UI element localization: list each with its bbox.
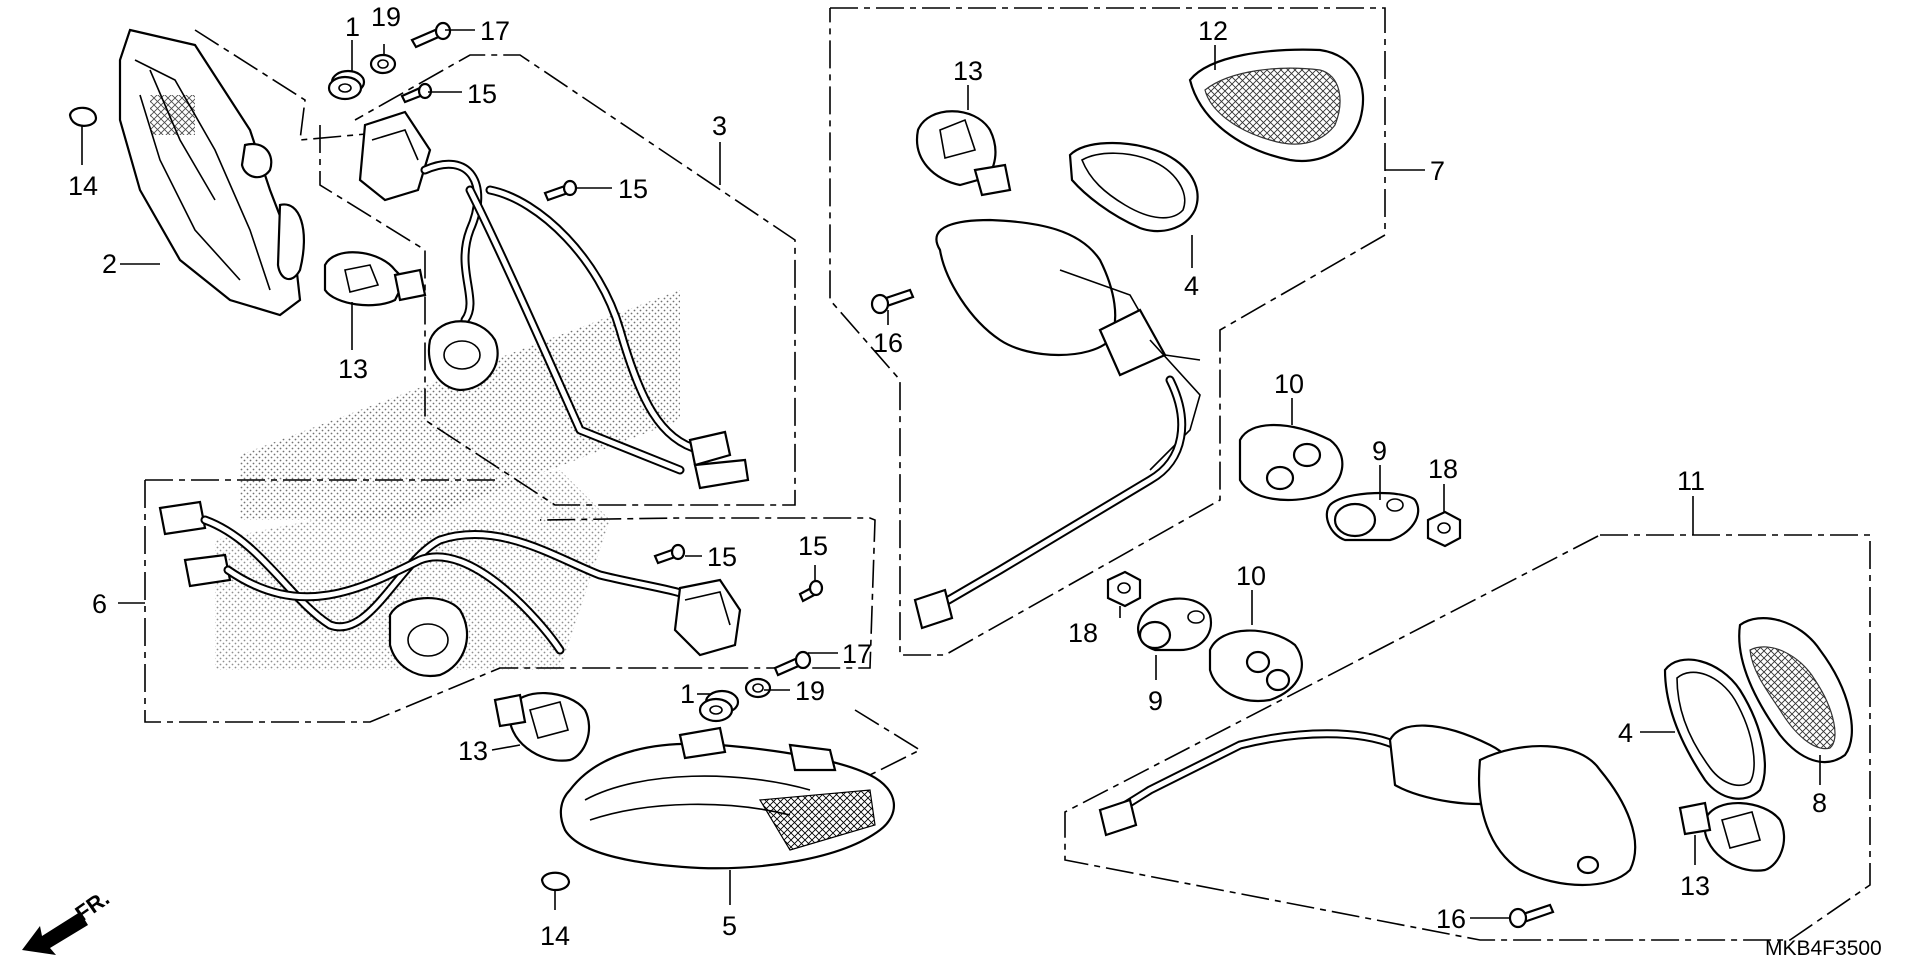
callout-8: 8 (1812, 788, 1827, 818)
nut-18-lower (1106, 570, 1142, 608)
callout-7: 7 (1430, 156, 1445, 186)
callout-14: 14 (68, 171, 98, 201)
callout-19: 19 (795, 676, 825, 706)
socket-harness-6 (158, 500, 742, 678)
diagram-code: MKB4F3500 (1765, 937, 1882, 960)
washer-19-lower (744, 677, 772, 699)
front-winker-lens-left (118, 28, 305, 317)
group-boundary-11 (1064, 534, 1871, 941)
screw-17-lower (773, 650, 812, 677)
callout-10: 10 (1236, 561, 1266, 591)
callout-1: 1 (345, 12, 360, 42)
group-boundary-5 (854, 709, 922, 781)
clip-14-lower (540, 871, 571, 892)
lens-gasket-4-upper (1068, 142, 1199, 232)
callout-13: 13 (338, 354, 368, 384)
bulb-13-upper-right (915, 110, 1012, 197)
lens-12-upper (1188, 48, 1365, 163)
lens-gasket-4-lower (1663, 658, 1766, 800)
clip-14-upper (68, 106, 98, 165)
callout-18: 18 (1428, 454, 1458, 484)
callout-9: 9 (1372, 436, 1387, 466)
washer-19-upper (369, 53, 397, 75)
callout-18: 18 (1068, 618, 1098, 648)
screw-15-lower-a (653, 543, 686, 565)
callout-12: 12 (1198, 16, 1228, 46)
screw-15-upper (400, 82, 433, 104)
callout-15: 15 (798, 531, 828, 561)
rubber-mount-10-upper (1238, 424, 1344, 502)
bulb-13-lower-right (1678, 801, 1785, 872)
callout-3: 3 (712, 111, 727, 141)
callout-1: 1 (680, 679, 695, 709)
screw-16-lower (1508, 903, 1555, 929)
callout-9: 9 (1148, 686, 1163, 716)
bulb-13-upper-left (323, 251, 427, 307)
screw-17-upper (410, 21, 452, 49)
lens-8-lower (1738, 617, 1853, 764)
callout-14: 14 (540, 921, 570, 951)
callout-4: 4 (1184, 271, 1199, 301)
callout-19: 19 (371, 2, 401, 32)
collar-9-lower (1137, 597, 1213, 652)
collar-9-upper (1325, 492, 1420, 542)
stipple-shadow-lower (215, 470, 610, 670)
callout-15: 15 (707, 542, 737, 572)
collar-1-upper (327, 69, 366, 101)
callout-11: 11 (1677, 466, 1705, 496)
stipple-shadow-upper (240, 290, 680, 520)
callout-2: 2 (102, 249, 117, 279)
leader-lines (118, 29, 1821, 919)
callout-16: 16 (873, 328, 903, 358)
socket-harness-3 (358, 110, 750, 490)
winker-body-upper-right (913, 218, 1201, 630)
screw-15-mid (543, 179, 578, 202)
group-boundary-6 (144, 480, 876, 723)
bulb-13-lower-left (493, 691, 590, 762)
callout-13: 13 (458, 736, 488, 766)
callout-13: 13 (1680, 871, 1710, 901)
group-boundary-7 (829, 7, 1386, 656)
callout-17: 17 (842, 639, 872, 669)
callout-5: 5 (722, 911, 737, 941)
callout-13: 13 (953, 56, 983, 86)
screw-15-lower-b (798, 579, 824, 603)
rubber-mount-10-lower (1208, 629, 1303, 703)
callout-16: 16 (1436, 904, 1466, 934)
group-boundary-upper-left (194, 29, 411, 141)
collar-1-lower (698, 689, 740, 723)
front-direction-arrow: FR. (22, 885, 114, 955)
callout-6: 6 (92, 589, 107, 619)
callout-17: 17 (480, 16, 510, 46)
callout-labels: 1 19 17 15 14 3 15 2 13 13 12 7 4 16 10 … (68, 2, 1827, 951)
group-boundary-3 (319, 54, 796, 506)
callout-15: 15 (618, 174, 648, 204)
nut-18-upper (1426, 510, 1462, 548)
screw-16-upper (870, 288, 915, 315)
callout-15: 15 (467, 79, 497, 109)
front-winker-lens-lower (559, 726, 895, 870)
callout-4: 4 (1618, 718, 1633, 748)
callout-10: 10 (1274, 369, 1304, 399)
winker-body-lower-right (1098, 724, 1637, 887)
